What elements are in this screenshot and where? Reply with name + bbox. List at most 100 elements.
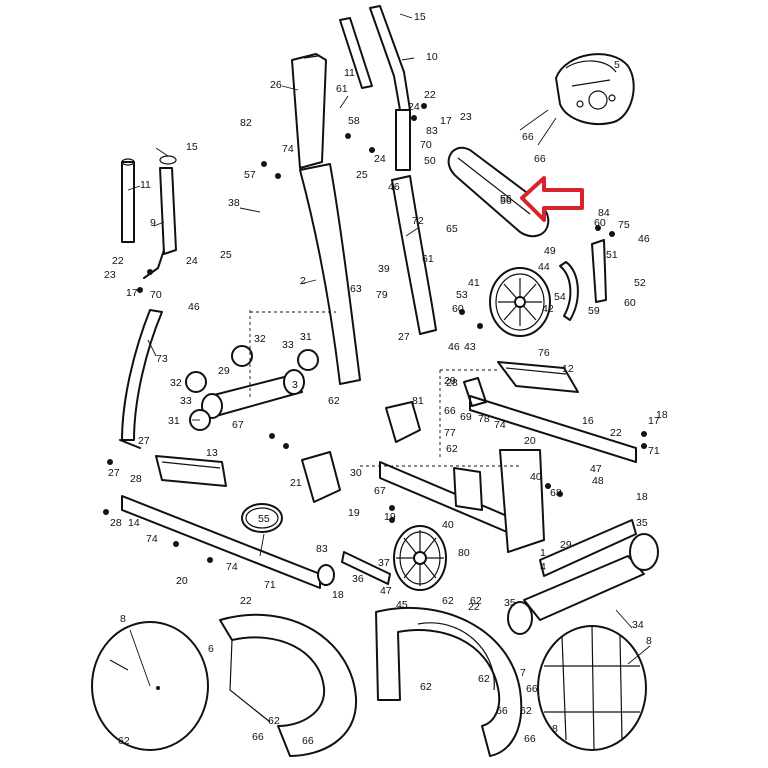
part-callout: 22 [468,601,480,613]
part-callout: 8 [646,635,652,647]
part-callout: 4 [540,561,546,573]
part-callout: 33 [282,339,294,351]
part-callout: 18 [636,491,648,503]
left-upper-arm [121,155,177,279]
part-callout: 8 [552,723,558,735]
part-callout: 79 [376,289,388,301]
part-callout: 19 [348,507,360,519]
part-callout: 71 [648,445,660,457]
front-stabilizer [507,533,659,635]
part-callout: 51 [606,249,618,261]
part-callout: 1 [540,547,546,559]
part-callout: 25 [356,169,368,181]
part-callout: 83 [316,543,328,555]
part-callout: 27 [138,435,150,447]
part-callout: 15 [414,11,426,23]
part-callout: 5 [614,59,620,71]
part-callout: 29 [218,365,230,377]
part-callout: 69 [460,411,472,423]
part-callout: 6 [208,643,214,655]
part-callout: 74 [146,533,158,545]
pedal-right [497,361,579,393]
part-callout: 11 [344,67,355,79]
part-callout: 31 [168,415,180,427]
part-callout: 28 [446,377,458,389]
part-callout: 24 [408,101,420,113]
assembly-guide-lines [249,310,520,467]
left-crank-arm [185,345,319,431]
part-callout: 63 [350,283,362,295]
console-assembly [519,53,635,146]
base-frame [379,449,637,577]
part-callout: 49 [544,245,556,257]
rear-stabilizer [341,551,391,585]
part-callout: 66 [526,683,538,695]
flywheel-right [489,267,551,337]
part-callout: 47 [590,463,602,475]
resistance-bracket [559,239,607,321]
part-callout: 7 [520,667,526,679]
part-callout: 33 [180,395,192,407]
part-callout: 42 [542,303,554,315]
part-callout: 48 [592,475,604,487]
right-shroud [375,607,523,757]
part-callout: 9 [150,217,156,229]
highlighted-part-label: 56 [500,193,512,205]
part-callout: 67 [232,419,244,431]
part-callout: 20 [176,575,188,587]
part-callout: 70 [420,139,432,151]
part-callout: 65 [446,223,458,235]
part-callout: 62 [446,443,458,455]
part-callout: 22 [240,595,252,607]
left-disc-cover [91,621,209,751]
part-callout: 22 [424,89,436,101]
highlight-arrow [520,176,584,222]
part-callout: 74 [226,561,238,573]
main-mast [291,53,361,385]
pedal-left [155,455,227,487]
part-callout: 12 [562,363,574,375]
part-callout: 81 [412,395,424,407]
part-callout: 27 [398,331,410,343]
part-callout: 84 [598,207,610,219]
drive-pulley [393,525,447,591]
part-callout: 66 [444,405,456,417]
part-callout: 46 [448,341,460,353]
part-callout: 32 [254,333,266,345]
part-callout: 40 [530,471,542,483]
part-callout: 28 [130,473,142,485]
part-callout: 28 [110,517,122,529]
part-callout: 16 [582,415,594,427]
part-callout: 66 [252,731,264,743]
part-callout: 22 [610,427,622,439]
part-callout: 75 [618,219,630,231]
part-callout: 35 [504,597,516,609]
part-callout: 45 [396,599,408,611]
right-disc-cover [537,625,647,751]
part-callout: 41 [468,277,480,289]
part-callout: 76 [538,347,550,359]
part-callout: 66 [524,733,536,745]
part-callout: 17 [648,415,660,427]
part-callout: 40 [442,519,454,531]
part-callout: 82 [240,117,252,129]
part-callout: 52 [634,277,646,289]
part-callout: 13 [206,447,218,459]
part-callout: 22 [112,255,124,267]
left-pedal-rail [121,495,335,589]
part-callout: 54 [554,291,566,303]
part-callout: 19 [384,511,396,523]
part-callout: 35 [636,517,648,529]
part-callout: 46 [188,301,200,313]
part-callout: 62 [470,595,482,607]
part-callout: 53 [456,289,468,301]
part-callout: 38 [228,197,240,209]
part-callout: 14 [128,517,140,529]
part-callout: 29 [444,375,456,387]
part-callout: 68 [550,487,562,499]
part-callout: 11 [140,179,151,191]
part-callout: 26 [270,79,282,91]
part-callout: 27 [108,467,120,479]
part-callout: 62 [268,715,280,727]
